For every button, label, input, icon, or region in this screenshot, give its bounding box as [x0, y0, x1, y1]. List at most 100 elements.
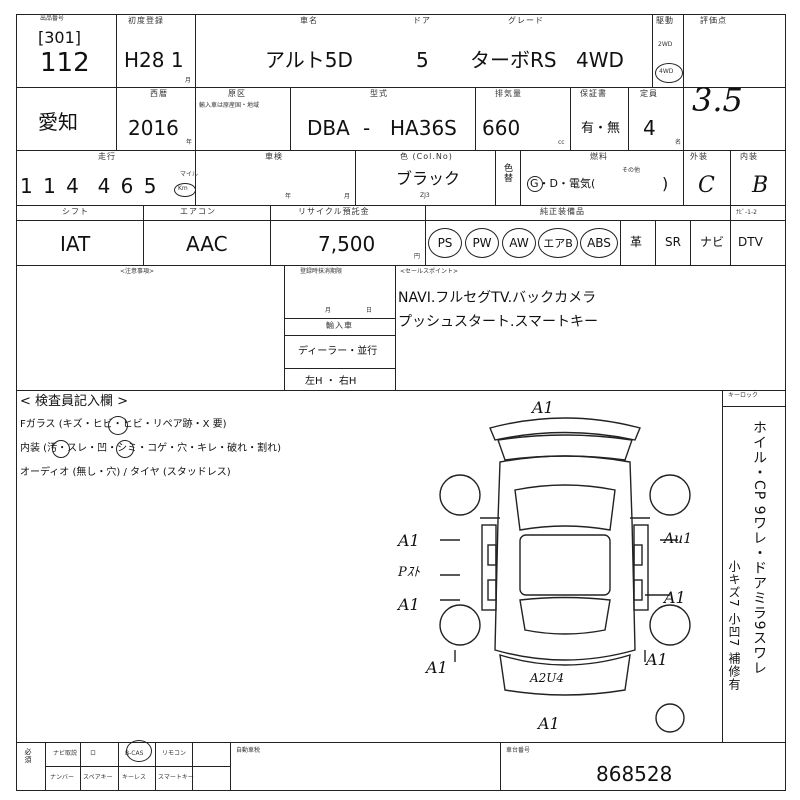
equip-airbag: エアB [538, 228, 578, 258]
footer-cell-7: スペアキー [83, 774, 113, 781]
handwritten-circle [116, 440, 134, 458]
equip-aw: AW [502, 228, 536, 258]
equipment-extra: ﾅﾋﾞ-1-2 [736, 209, 757, 216]
door-handle-left [487, 544, 497, 566]
score-label: 評価点 [700, 16, 727, 25]
rule [195, 14, 196, 87]
fuel-close: ) [662, 174, 669, 193]
rule [683, 87, 684, 150]
reg-day: 日 [366, 307, 373, 314]
type-value: HA36S [390, 116, 457, 140]
color-label: 色 (Col.No) [400, 152, 453, 161]
shift-label: シフト [62, 207, 89, 216]
wheel-rear-right [649, 604, 691, 646]
keylock-label: キーロック [728, 392, 759, 399]
rule [730, 205, 731, 265]
lot-code: [301] [38, 28, 82, 47]
interior-label: 内装 [740, 152, 758, 161]
exterior-label: 外装 [690, 152, 708, 161]
drive-2wd: 2WD [658, 41, 673, 48]
rule [192, 742, 193, 790]
grade-value: ターボRS [470, 48, 557, 72]
rule [355, 150, 356, 205]
equip-navi: ナビ [700, 235, 725, 249]
reg-month: 月 [325, 307, 332, 314]
rule [155, 742, 156, 790]
label: PW [472, 236, 492, 250]
side-text-2: 小キズ7 小凹7 補修有 [727, 560, 741, 691]
rule [195, 87, 196, 150]
year-unit: 年 [186, 139, 193, 146]
divider-row2 [16, 150, 786, 151]
rule [16, 220, 425, 221]
sales-label: <セールスポイント> [400, 268, 459, 275]
handwritten-circle [126, 740, 152, 762]
rule [570, 87, 571, 150]
side-left [481, 524, 497, 611]
equip-sr: SR [665, 235, 681, 249]
rule [395, 265, 396, 390]
handwritten-circle [108, 416, 128, 435]
capacity-unit: 名 [675, 139, 682, 146]
label: エアB [543, 237, 573, 250]
first-reg-value: H28 1 [124, 48, 184, 72]
chassis-label: 車台番号 [506, 747, 531, 754]
displacement-label: 排気量 [495, 89, 522, 98]
rule [284, 318, 395, 319]
displacement-value: 660 [482, 116, 521, 140]
rule [284, 335, 395, 336]
capacity-value: 4 [643, 116, 656, 140]
mark-left3: A1 [398, 595, 420, 614]
year-value: 2016 [128, 116, 179, 140]
model-value: アルト5D [265, 48, 353, 72]
frame-bottom [16, 790, 786, 791]
front-bumper [489, 417, 641, 441]
label: ABS [587, 236, 611, 250]
rule [655, 220, 656, 265]
fuel-label: 燃料 [590, 152, 608, 161]
equip-abs: ABS [580, 228, 618, 258]
recycle-label: リサイクル預託金 [298, 207, 370, 216]
handwritten-circle [52, 440, 70, 458]
model-label: 車名 [300, 16, 318, 25]
recycle-value: 7,500 [318, 232, 376, 256]
region-value: 愛知 [38, 110, 78, 134]
body-outline [494, 455, 636, 661]
footer-cell-2: ナビ取説 [53, 750, 78, 757]
rule [284, 265, 285, 390]
equip-dtv: DTV [738, 235, 763, 249]
handle-value: 左H ・ 右H [305, 376, 357, 387]
mileage-label: 走行 [98, 152, 116, 161]
rule [195, 150, 196, 205]
equip-ps: PS [428, 228, 462, 258]
footer-cell-5: リモコン [162, 750, 187, 757]
score-value: 3.5 [692, 81, 743, 119]
rule [290, 87, 291, 150]
door-handle-right [633, 544, 643, 566]
rule [683, 150, 684, 205]
sales-line1: NAVI.フルセグTV.バックカメラ [398, 290, 597, 306]
door-handle-right-rear [633, 579, 643, 601]
drive-value: 4WD [576, 48, 624, 72]
mark-right1: Au1 [664, 531, 693, 547]
type-label: 型式 [370, 89, 388, 98]
import-value: ディーラー・並行 [298, 346, 378, 357]
rule [143, 205, 144, 265]
footer-cell-6: ナンバー [50, 774, 75, 781]
mark-left1: A1 [398, 531, 420, 550]
grade-label: グレード [508, 16, 544, 25]
frame-top [16, 14, 786, 15]
divider-row5 [16, 390, 786, 391]
type-dash: - [363, 116, 371, 140]
first-reg-label: 初度登録 [128, 16, 164, 25]
rule [425, 205, 426, 265]
wheel-rear-left [439, 604, 481, 646]
rule [683, 14, 684, 87]
divider-footer [16, 742, 786, 743]
warranty-label: 保証書 [580, 89, 607, 98]
windshield [514, 484, 616, 531]
rule [628, 87, 629, 150]
footer-side-label: 必須 [24, 748, 32, 764]
mark-top: A1 [532, 398, 554, 417]
